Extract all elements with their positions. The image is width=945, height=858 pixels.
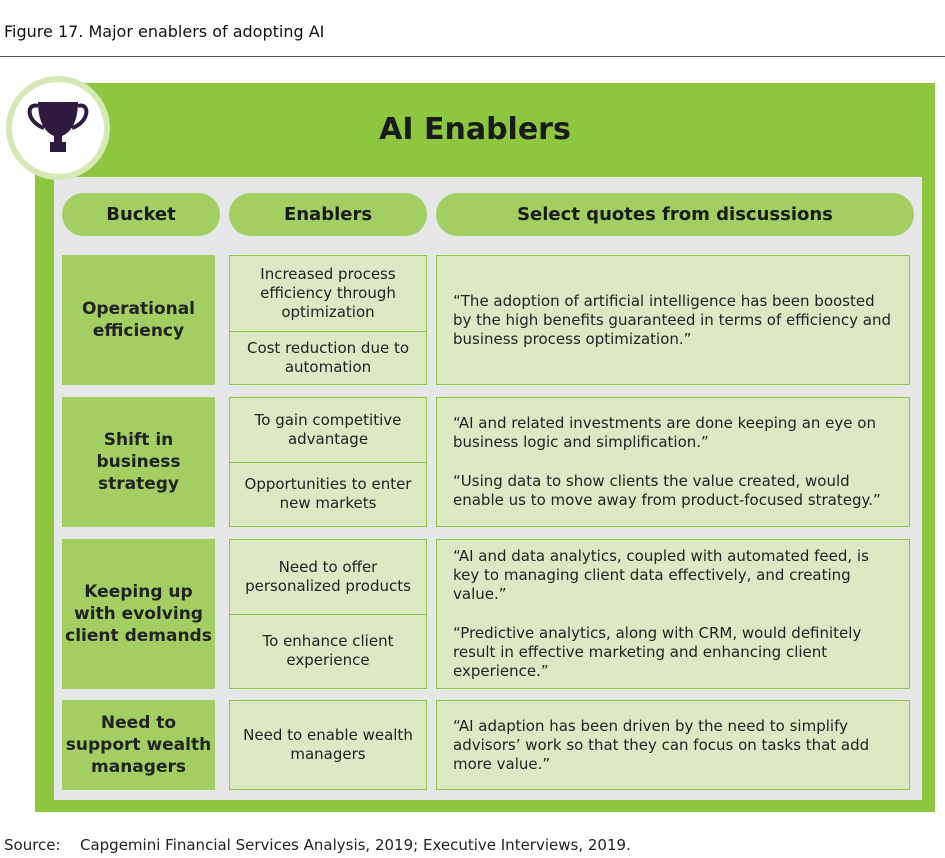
quote: “AI and data analytics, coupled with aut…	[453, 547, 869, 603]
header-bucket: Bucket	[62, 193, 220, 236]
enablers-cell: Need to offer personalized products To e…	[229, 539, 427, 689]
quote: “AI adaption has been driven by the need…	[453, 716, 870, 773]
quote: “Predictive analytics, along with CRM, w…	[453, 624, 862, 680]
enablers-cell: Increased process efficiency through opt…	[229, 255, 427, 385]
enablers-cell: Need to enable wealth managers	[229, 700, 427, 790]
enabler-item: Increased process efficiency through opt…	[230, 256, 426, 332]
figure-title: Figure 17. Major enablers of adopting AI	[4, 22, 325, 41]
quotes-cell: “The adoption of artificial intelligence…	[436, 255, 910, 385]
quotes-cell: “AI and related investments are done kee…	[436, 397, 910, 527]
source-label: Source:	[4, 836, 61, 854]
source-text: Capgemini Financial Services Analysis, 2…	[80, 836, 631, 854]
divider	[0, 56, 945, 57]
quote: “The adoption of artificial intelligence…	[453, 291, 892, 348]
enabler-item: Need to enable wealth managers	[230, 701, 426, 789]
enabler-item: Opportunities to enter new markets	[230, 462, 426, 526]
bucket-cell: Shift in business strategy	[62, 397, 215, 527]
enabler-item: To enhance client experience	[230, 614, 426, 688]
bucket-cell: Need to support wealth managers	[62, 700, 215, 790]
enabler-item: Cost reduction due to automation	[230, 332, 426, 384]
trophy-badge	[6, 76, 110, 180]
header-enablers: Enablers	[229, 193, 427, 236]
trophy-icon	[27, 102, 89, 152]
quotes-cell: “AI adaption has been driven by the need…	[436, 700, 910, 790]
enabler-item: To gain competitive advantage	[230, 398, 426, 462]
bucket-cell: Keeping up with evolving client demands	[62, 539, 215, 689]
source-note: Source: Capgemini Financial Services Anal…	[4, 836, 631, 854]
bucket-cell: Operational efficiency	[62, 255, 215, 385]
header-quotes: Select quotes from discussions	[436, 193, 914, 236]
quote: “AI and related investments are done kee…	[453, 414, 876, 451]
enablers-cell: To gain competitive advantage Opportunit…	[229, 397, 427, 527]
quote: “Using data to show clients the value cr…	[453, 472, 881, 509]
quotes-cell: “AI and data analytics, coupled with aut…	[436, 539, 910, 689]
enabler-item: Need to offer personalized products	[230, 540, 426, 614]
panel-title: AI Enablers	[379, 112, 571, 147]
